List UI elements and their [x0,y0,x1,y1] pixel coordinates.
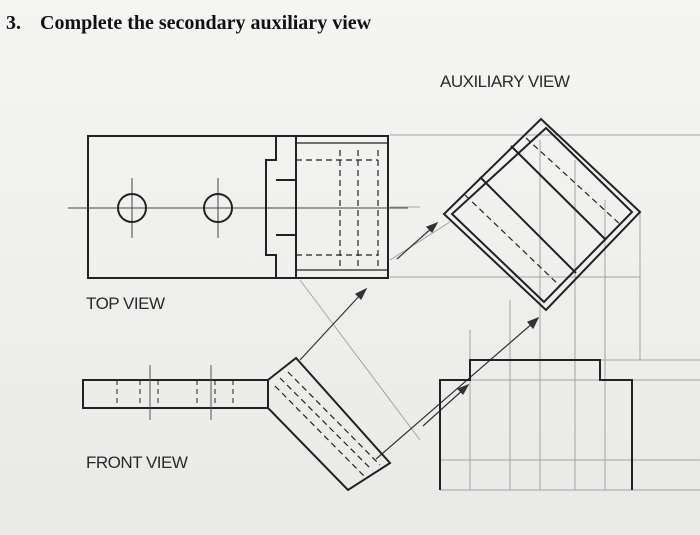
projection-arrows [299,221,540,460]
question-heading: 3. Complete the secondary auxiliary view [6,12,371,35]
secondary-auxiliary-frame [439,359,633,490]
front-view-inclined-leg [267,356,392,492]
front-view-base [82,379,269,409]
top-view-outline [87,135,389,279]
top-view-label: TOP VIEW [86,294,165,313]
hole-left [117,193,147,223]
front-view-label: FRONT VIEW [86,453,188,472]
hole-right [203,193,233,223]
question-text: Complete the secondary auxiliary view [40,12,372,34]
projection-lines [299,134,700,491]
auxiliary-view-label: AUXILIARY VIEW [440,72,570,91]
slot-left-edge [265,136,277,278]
auxiliary-view-outline [442,117,642,312]
question-number: 3. [6,12,21,34]
top-view-hidden-lines [296,150,379,266]
auxiliary-view [442,117,642,312]
front-view [82,356,392,492]
top-view [68,135,408,279]
